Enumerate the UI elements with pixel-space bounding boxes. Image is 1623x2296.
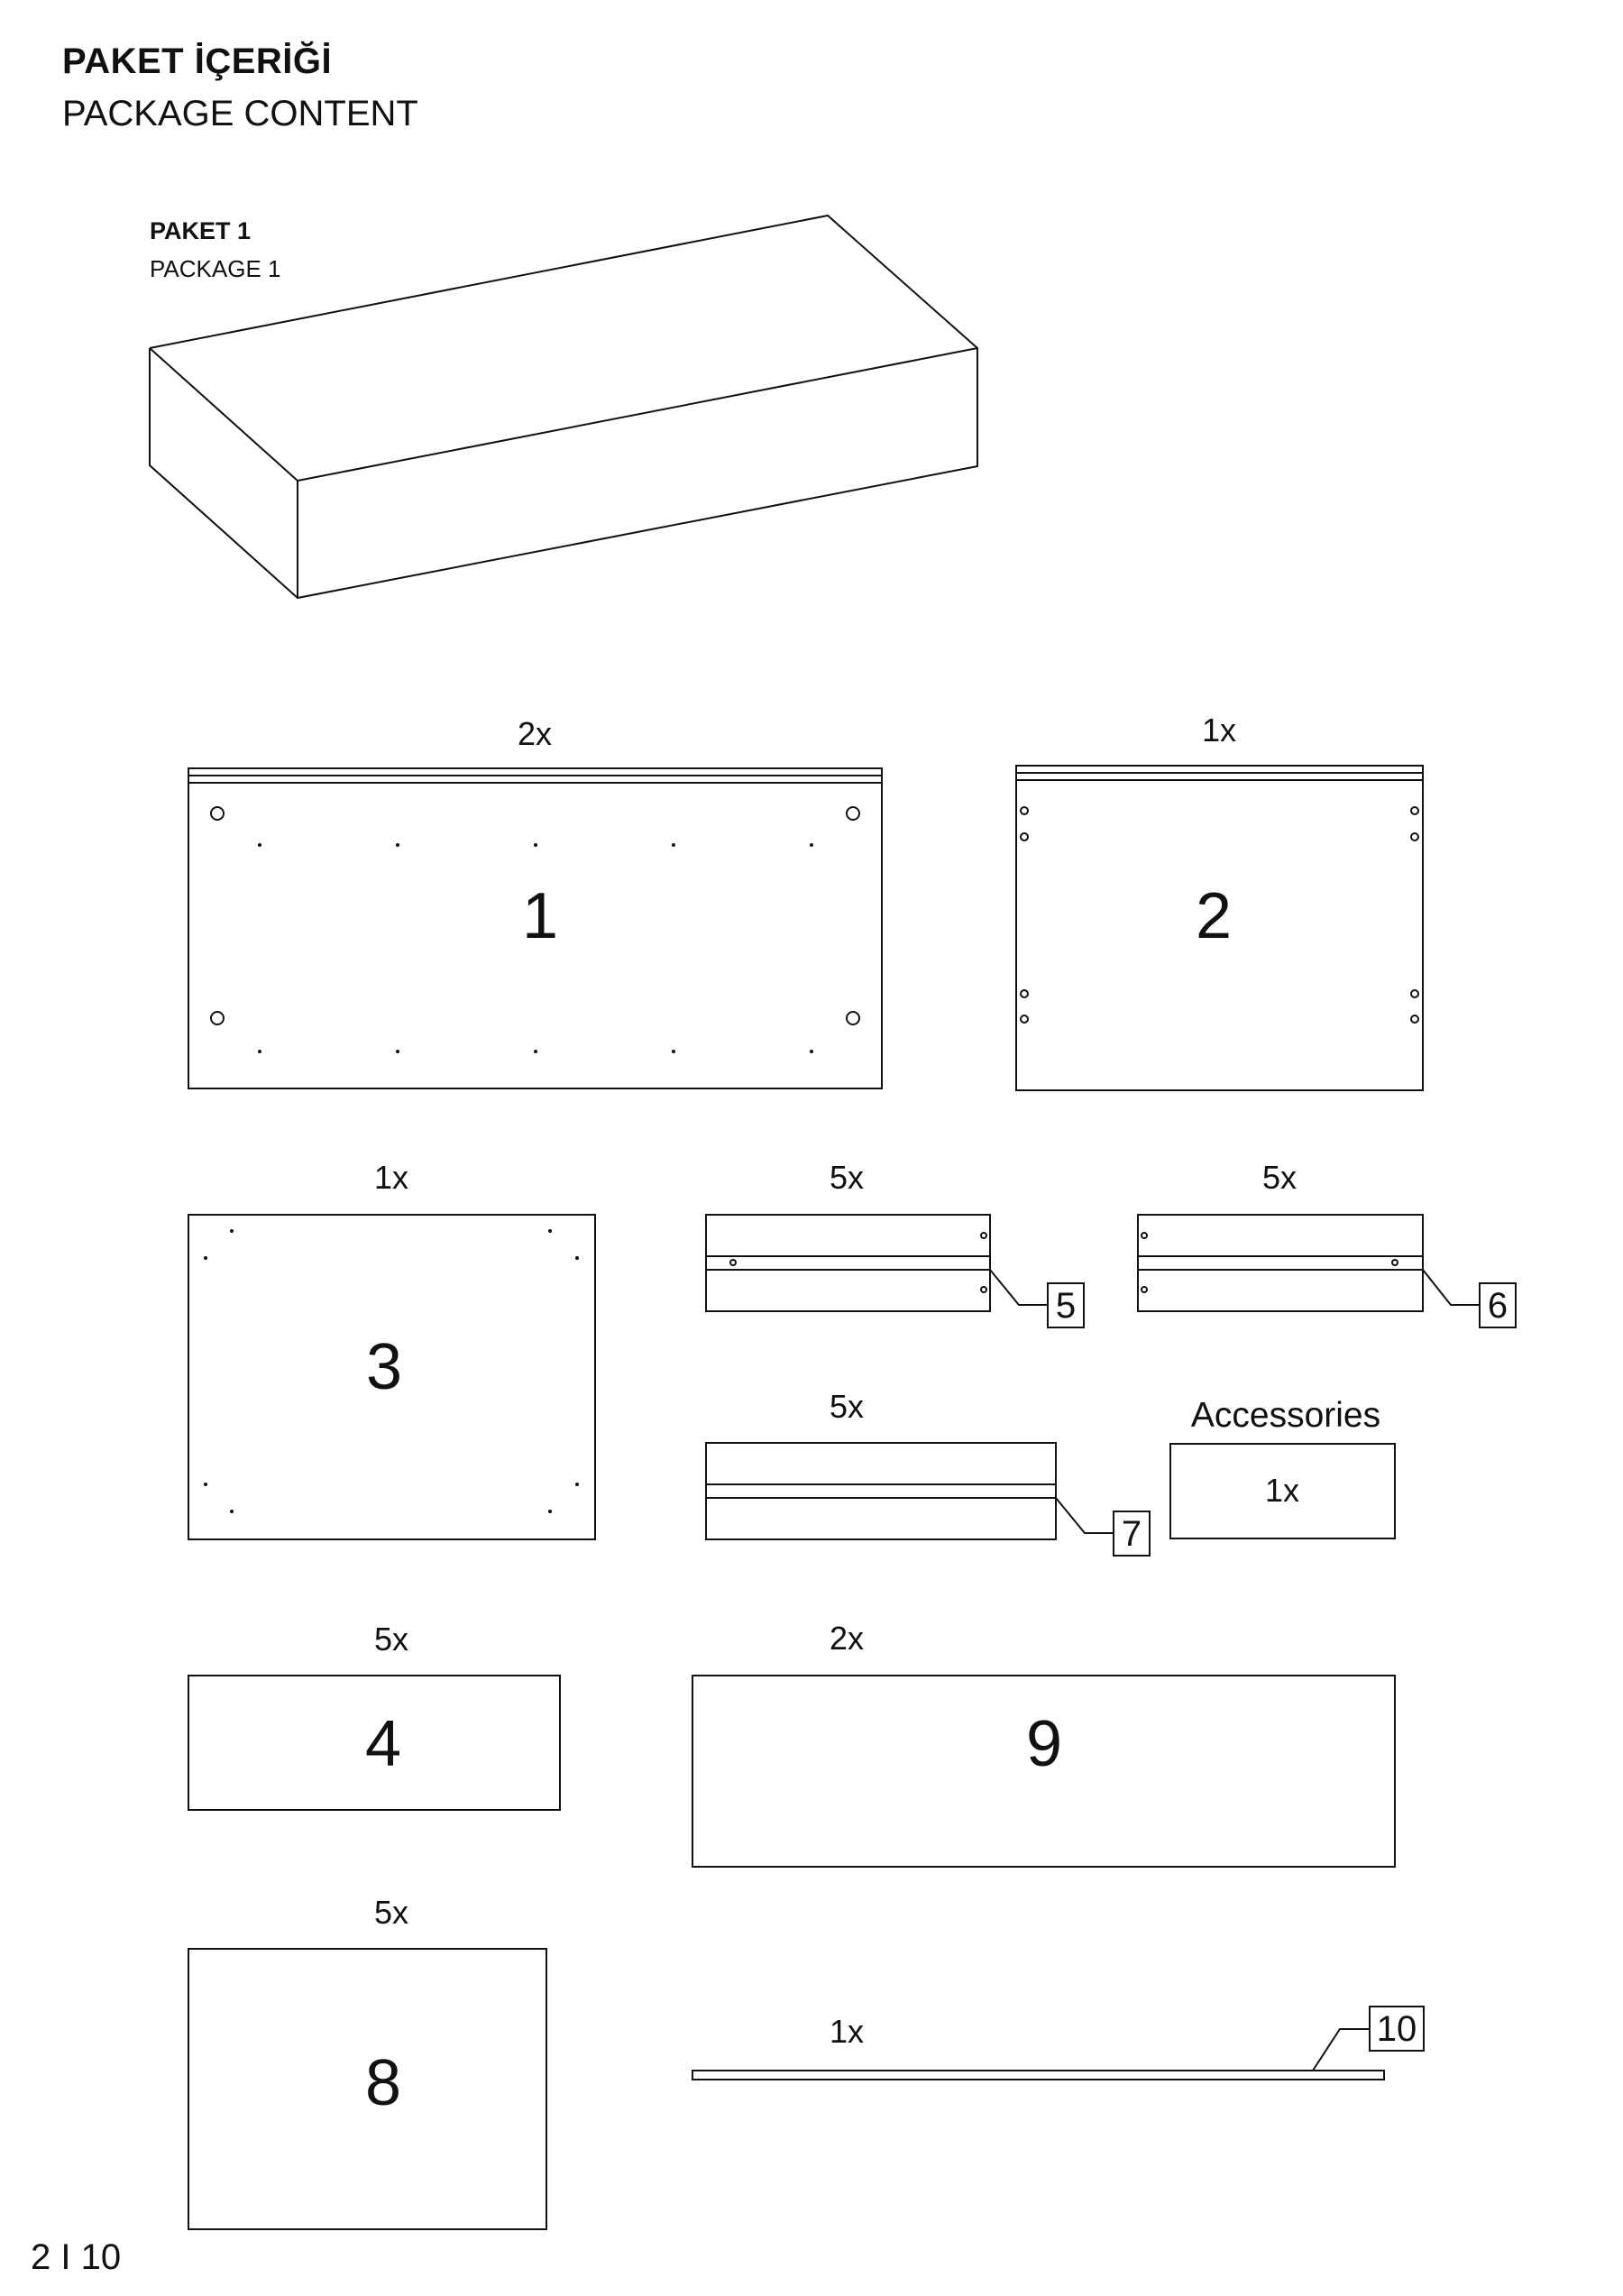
package-label-en: PACKAGE 1 xyxy=(150,255,281,282)
package-box-drawing xyxy=(149,214,978,600)
part-1-qty: 2x xyxy=(518,715,552,752)
page-number: 2 I 10 xyxy=(31,2237,122,2277)
part-10-qty: 1x xyxy=(830,2013,864,2050)
part-2-number: 2 xyxy=(1196,880,1232,952)
part-4-panel xyxy=(188,1675,561,1811)
part-4-number: 4 xyxy=(365,1708,401,1780)
accessories-qty: 1x xyxy=(1265,1472,1299,1509)
part-10-number: 10 xyxy=(1377,2009,1417,2049)
package-label: PAKET 1 xyxy=(150,217,252,244)
part-7-qty: 5x xyxy=(830,1388,864,1425)
part-1-holes xyxy=(258,843,813,1053)
part-3-number: 3 xyxy=(366,1331,402,1403)
part-8-number: 8 xyxy=(365,2047,401,2119)
part-1-panel xyxy=(188,767,883,1089)
part-2-qty: 1x xyxy=(1202,712,1236,748)
part-8-panel xyxy=(188,1948,547,2230)
part-10-strip xyxy=(692,2006,1425,2080)
accessories-box xyxy=(1169,1443,1396,1539)
part-8-qty: 5x xyxy=(374,1894,408,1931)
part-7-rail xyxy=(705,1442,1151,1557)
part-9-number: 9 xyxy=(1026,1708,1062,1780)
part-7-number: 7 xyxy=(1122,1514,1142,1554)
part-6-number: 6 xyxy=(1488,1286,1508,1326)
part-9-panel xyxy=(692,1675,1396,1868)
part-3-qty: 1x xyxy=(374,1159,408,1196)
page-title: PAKET İÇERİĞİ xyxy=(62,41,333,81)
part-5-rail xyxy=(705,1214,1085,1328)
accessories-label: Accessories xyxy=(1191,1396,1380,1435)
part-3-panel xyxy=(188,1214,596,1540)
part-5-qty: 5x xyxy=(830,1159,864,1196)
part-2-panel xyxy=(1015,765,1424,1091)
part-9-qty: 2x xyxy=(830,1620,864,1657)
part-6-qty: 5x xyxy=(1262,1159,1297,1196)
part-6-rail xyxy=(1137,1214,1517,1328)
page-subtitle: PACKAGE CONTENT xyxy=(62,94,418,133)
part-4-qty: 5x xyxy=(374,1621,408,1658)
part-5-number: 5 xyxy=(1056,1286,1076,1326)
part-3-holes xyxy=(204,1229,579,1513)
part-1-number: 1 xyxy=(522,880,558,952)
